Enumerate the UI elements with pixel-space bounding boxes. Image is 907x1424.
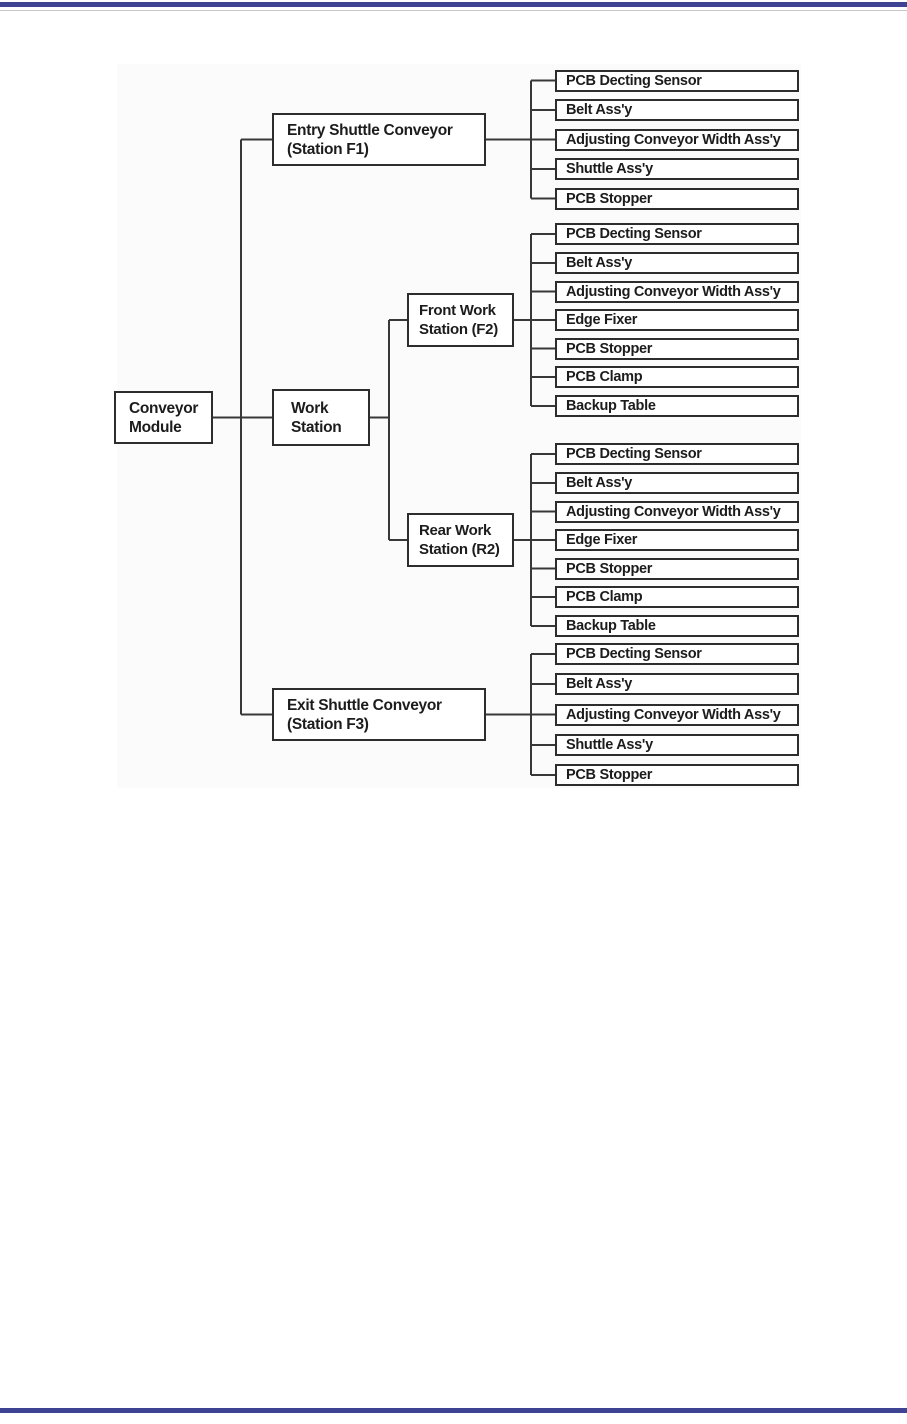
tree-leaf: Belt Ass'y xyxy=(555,252,799,274)
tree-leaf: PCB Stopper xyxy=(555,764,799,786)
node-exit-shuttle-conveyor: Exit Shuttle Conveyor (Station F3) xyxy=(272,688,486,741)
tree-leaf: Adjusting Conveyor Width Ass'y xyxy=(555,500,799,523)
tree-leaf: PCB Clamp xyxy=(555,586,799,608)
tree-leaf: Belt Ass'y xyxy=(555,673,799,695)
tree-leaf: Edge Fixer xyxy=(555,309,799,331)
tree-leaf: PCB Decting Sensor xyxy=(555,223,799,245)
top-rule-thin xyxy=(0,10,907,11)
tree-leaf: Shuttle Ass'y xyxy=(555,158,799,180)
tree-leaf: PCB Decting Sensor xyxy=(555,69,799,92)
tree-leaf: Adjusting Conveyor Width Ass'y xyxy=(555,128,799,151)
tree-leaf: Adjusting Conveyor Width Ass'y xyxy=(555,280,799,303)
tree-leaf: Backup Table xyxy=(555,395,799,417)
bottom-rule xyxy=(0,1408,907,1413)
node-front-work-station: Front Work Station (F2) xyxy=(407,293,514,347)
tree-leaf: Edge Fixer xyxy=(555,529,799,551)
tree-leaf: Adjusting Conveyor Width Ass'y xyxy=(555,703,799,726)
tree-leaf: PCB Clamp xyxy=(555,366,799,388)
node-work-station: Work Station xyxy=(272,389,370,446)
tree-leaf: Belt Ass'y xyxy=(555,99,799,121)
tree-leaf: PCB Stopper xyxy=(555,187,799,210)
tree-leaf: PCB Decting Sensor xyxy=(555,643,799,665)
tree-leaf: Shuttle Ass'y xyxy=(555,734,799,756)
tree-leaf: PCB Decting Sensor xyxy=(555,443,799,465)
diagram-background xyxy=(117,64,801,788)
node-entry-shuttle-conveyor: Entry Shuttle Conveyor (Station F1) xyxy=(272,113,486,166)
tree-leaf: Belt Ass'y xyxy=(555,472,799,494)
tree-leaf: Backup Table xyxy=(555,615,799,637)
node-conveyor-module: Conveyor Module xyxy=(114,391,213,444)
tree-leaf: PCB Stopper xyxy=(555,557,799,580)
node-rear-work-station: Rear Work Station (R2) xyxy=(407,513,514,567)
top-rule xyxy=(0,2,907,7)
tree-leaf: PCB Stopper xyxy=(555,337,799,360)
